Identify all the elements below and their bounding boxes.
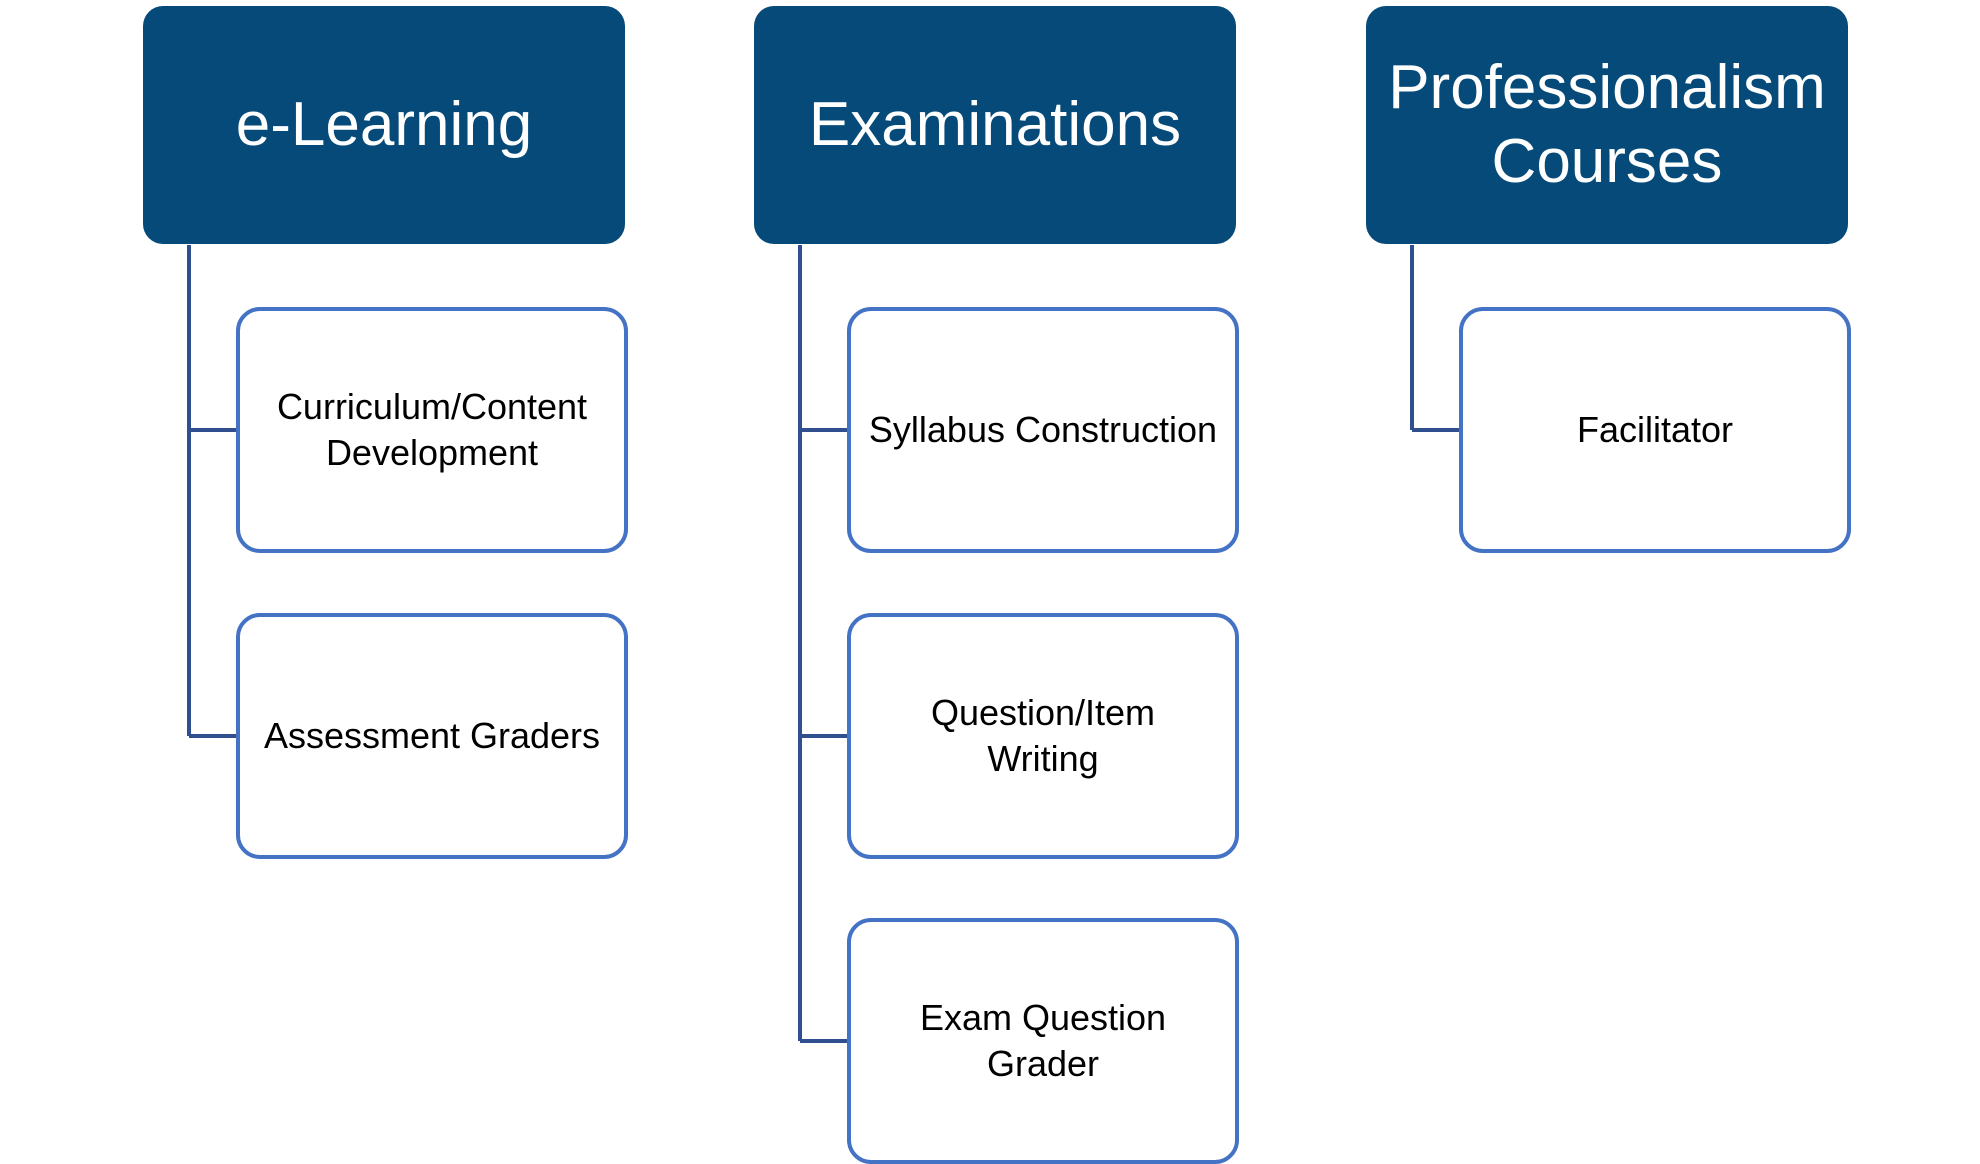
item-label: Curriculum/Content Development [276, 385, 588, 473]
item-label: Question/Item Writing [930, 691, 1156, 779]
header-elearning: e-Learning [143, 6, 625, 244]
header-examinations: Examinations [754, 6, 1236, 244]
item-label: Syllabus Construction [868, 408, 1218, 450]
header-label: Examinations [808, 89, 1182, 159]
header-label: e-Learning [235, 89, 533, 159]
header-label: Professionalism Courses [1388, 52, 1826, 196]
connector-professionalism [1410, 245, 1461, 432]
item-label: Facilitator [1576, 408, 1734, 450]
item-label: Assessment Graders [263, 714, 601, 756]
item-facilitator: Facilitator [1459, 307, 1851, 553]
connector-examinations [798, 245, 849, 1043]
item-syllabus-construction: Syllabus Construction [847, 307, 1239, 553]
item-question-item-writing: Question/Item Writing [847, 613, 1239, 859]
item-assessment-graders: Assessment Graders [236, 613, 628, 859]
connector-elearning [187, 245, 238, 738]
item-label: Exam Question Grader [919, 996, 1167, 1084]
header-professionalism-courses: Professionalism Courses [1366, 6, 1848, 244]
item-curriculum-content-development: Curriculum/Content Development [236, 307, 628, 553]
item-exam-question-grader: Exam Question Grader [847, 918, 1239, 1164]
